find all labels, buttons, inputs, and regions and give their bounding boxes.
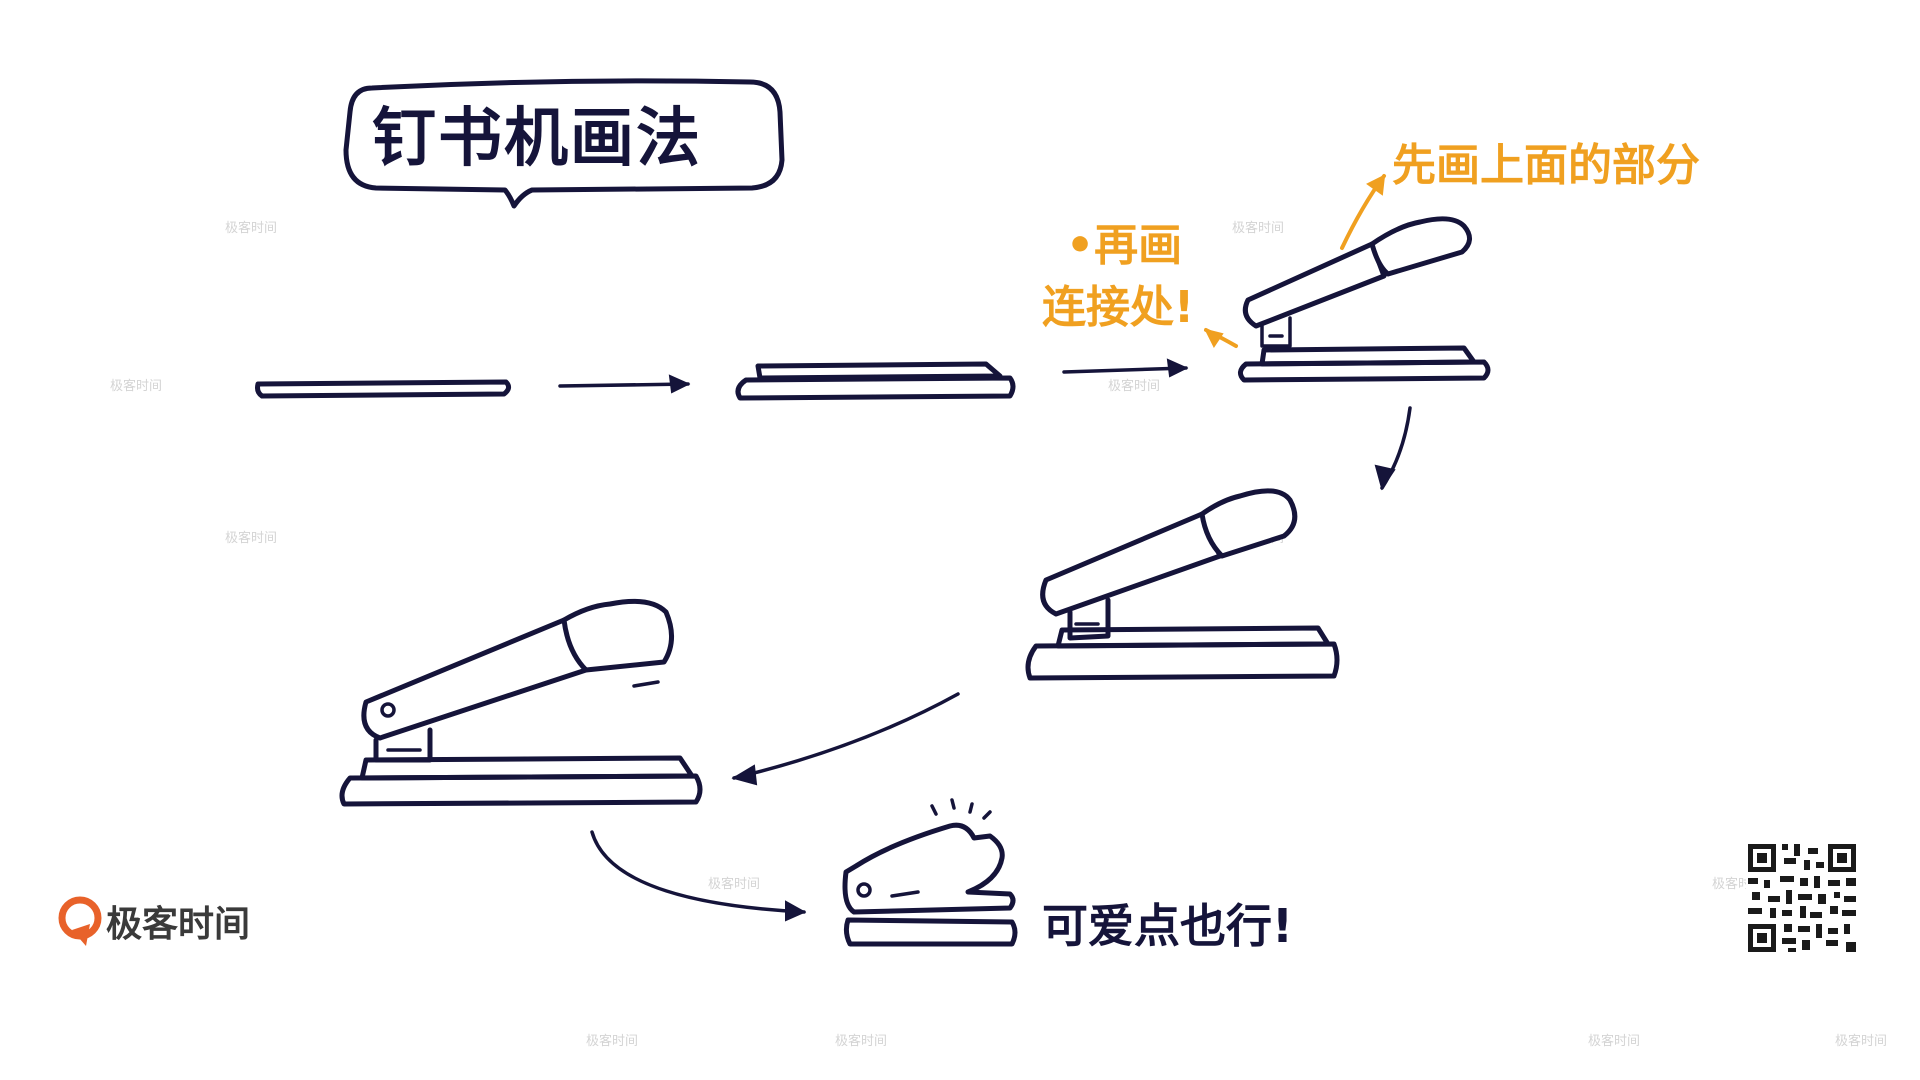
watermark: 极客时间 — [1835, 1033, 1887, 1049]
geektime-logo: 极客时间 — [58, 896, 250, 946]
arrow-step5-to-step6 — [590, 830, 807, 922]
arrow-step3-to-step4 — [1374, 406, 1412, 491]
watermarks: 极客时间 极客时间 极客时间 极客时间 极客时间 极客时间 极客时间 极客时间 … — [110, 220, 1887, 1049]
arrow-step4-to-step5 — [731, 692, 960, 786]
watermark: 极客时间 — [1108, 378, 1160, 394]
note-joint: 连接处! — [1042, 282, 1194, 333]
step1-base-line — [255, 379, 512, 399]
step6-cute-stapler: 可爱点也行! — [842, 798, 1293, 953]
arrow-step1-to-step2 — [558, 374, 691, 394]
step3-annotations: 先画上面的部分 •再画 连接处! — [1042, 140, 1700, 348]
watermark: 极客时间 — [225, 530, 277, 546]
watermark: 极客时间 — [708, 876, 760, 892]
watermark: 极客时间 — [1232, 220, 1284, 236]
watermark: 极客时间 — [835, 1033, 887, 1049]
step2-base-plate — [735, 361, 1016, 401]
qr-code — [1746, 842, 1858, 954]
logo-text: 极客时间 — [106, 904, 250, 945]
step5-stapler — [339, 598, 703, 807]
note-then-draw: •再画 — [1066, 220, 1182, 271]
step4-stapler — [1025, 488, 1340, 681]
note-draw-top-part: 先画上面的部分 — [1392, 140, 1700, 191]
page-title: 钉书机画法 — [372, 102, 702, 176]
arrow-step2-to-step3 — [1062, 358, 1189, 378]
watermark: 极客时间 — [110, 378, 162, 394]
step3-stapler — [1238, 216, 1491, 383]
note-cute-also-ok: 可爱点也行! — [1042, 899, 1293, 953]
watermark: 极客时间 — [225, 220, 277, 236]
watermark: 极客时间 — [1588, 1033, 1640, 1049]
watermark: 极客时间 — [586, 1033, 638, 1049]
title-bubble: 钉书机画法 — [343, 78, 785, 209]
